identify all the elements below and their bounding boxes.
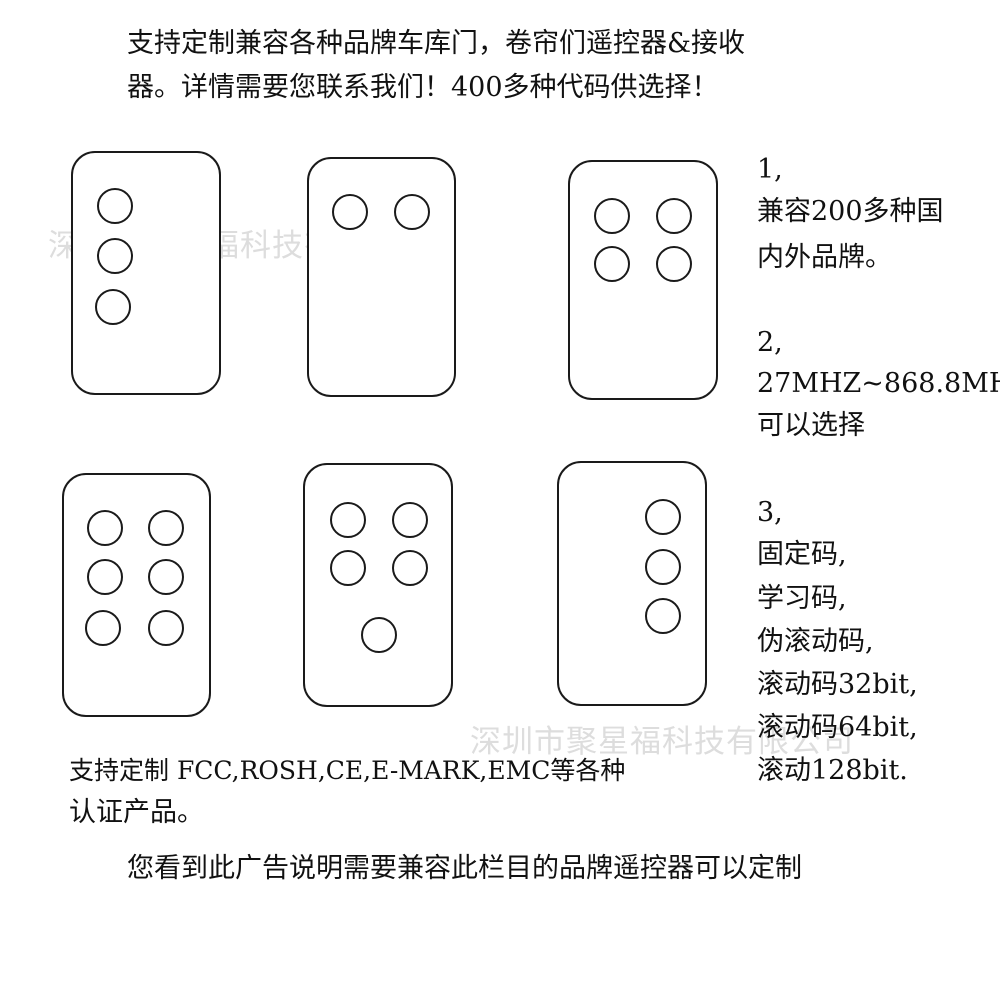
feature-1-line-1: 兼容200多种国 [757,196,944,227]
remote-button [332,194,368,230]
remote-button [330,550,366,586]
watermark-bottom: 深圳市聚星福科技有限公司 [470,724,854,760]
remote-button [656,198,692,234]
remote-6-button [62,473,211,717]
remote-5-button [303,463,453,707]
remote-button [87,559,123,595]
remote-button [392,550,428,586]
remote-button [645,598,681,634]
feature-3-line-6: 滚动128bit. [757,755,908,786]
feature-3-line-5: 滚动码64bit, [757,712,918,743]
feature-3-number: 3, [757,497,783,528]
remote-button [594,246,630,282]
feature-1-line-2: 内外品牌。 [757,242,892,273]
feature-2-line-2: 可以选择 [757,410,865,441]
feature-2-line-1: 27MHZ~868.8MHZ [757,368,1000,399]
remote-2-button [307,157,456,397]
remote-button [97,188,133,224]
remote-button [148,510,184,546]
remote-button [656,246,692,282]
remote-button [97,238,133,274]
certification-line-2: 认证产品。 [69,797,204,828]
remote-button [645,499,681,535]
remote-button [330,502,366,538]
feature-2-number: 2, [757,327,783,358]
footer-text: 您看到此广告说明需要兼容此栏目的品牌遥控器可以定制 [127,853,802,884]
certification-line-1: 支持定制 FCC,ROSH,CE,E-MARK,EMC等各种 [69,756,626,785]
remote-button [148,559,184,595]
header-line-1: 支持定制兼容各种品牌车库门，卷帘们遥控器&接收 [127,28,746,59]
feature-3-line-1: 固定码, [757,539,847,570]
remote-button [148,610,184,646]
remote-button [95,289,131,325]
remote-3-button-vertical [71,151,221,395]
feature-3-line-2: 学习码, [757,583,847,614]
feature-1-number: 1, [757,154,783,185]
remote-button [85,610,121,646]
remote-4-button [568,160,718,400]
remote-button [392,502,428,538]
remote-button [394,194,430,230]
remote-button [87,510,123,546]
remote-button [594,198,630,234]
remote-button [361,617,397,653]
remote-button [645,549,681,585]
feature-3-line-3: 伪滚动码, [757,626,874,657]
feature-3-line-4: 滚动码32bit, [757,669,918,700]
remote-3-button-right [557,461,707,706]
header-line-2: 器。详情需要您联系我们！400多种代码供选择！ [127,72,719,103]
